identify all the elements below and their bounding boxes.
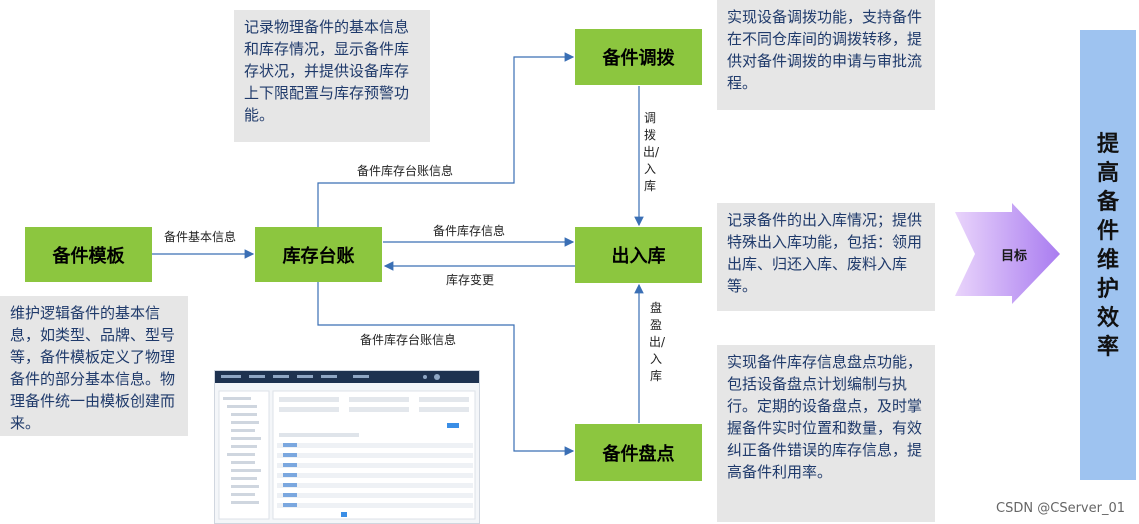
edge-label-ledger-inout: 备件库存信息 (433, 224, 506, 238)
edge-label-ledger-stocktake: 备件库存台账信息 (360, 333, 457, 347)
edge-ledger-stocktake (317, 282, 575, 456)
edge-label-stocktake-inout: 盘盈出/入库 (649, 301, 666, 383)
edge-label-inout-ledger: 库存变更 (446, 273, 495, 287)
note-inout: 记录备件的出入库情况；提供特殊出入库功能，包括：领用出库、归还入库、废料入库等。 (717, 203, 935, 311)
ui-thumbnail (214, 370, 480, 524)
goal-char: 维 (1096, 248, 1119, 273)
node-stocktake: 备件盘点 (575, 424, 702, 481)
goal-char: 提 (1096, 132, 1119, 157)
goal-box: 提高备件维护效率 (1080, 30, 1136, 480)
watermark: CSDN @CServer_01 (996, 501, 1125, 516)
goal-arrow-label: 目标 (1001, 249, 1028, 264)
edge-label-transfer-inout: 调拨出/入库 (643, 111, 660, 193)
goal-char: 备 (1096, 190, 1119, 215)
node-inout: 出入库 (575, 227, 702, 283)
goal-text: 提高备件维护效率 (1080, 130, 1136, 362)
goal-char: 护 (1096, 277, 1119, 302)
edge-label-ledger-transfer: 备件库存台账信息 (357, 164, 454, 178)
note-template: 维护逻辑备件的基本信息，如类型、品牌、型号等，备件模板定义了物理备件的部分基本信… (0, 296, 188, 436)
goal-char: 高 (1096, 161, 1119, 186)
goal-char: 率 (1096, 335, 1119, 360)
node-transfer: 备件调拨 (575, 29, 702, 85)
goal-char: 效 (1096, 306, 1119, 331)
note-stocktake: 实现备件库存信息盘点功能，包括设备盘点计划编制与执行。定期的设备盘点，及时掌握备… (717, 345, 935, 522)
note-transfer: 实现设备调拨功能，支持备件在不同仓库间的调拨转移，提供对备件调拨的申请与审批流程… (717, 0, 935, 110)
note-ledger: 记录物理备件的基本信息和库存情况，显示备件库存状况，并提供设备库存上下限配置与库… (234, 10, 430, 142)
goal-char: 件 (1096, 219, 1119, 244)
goal-arrow (955, 203, 1060, 304)
node-ledger: 库存台账 (255, 227, 382, 282)
node-template: 备件模板 (25, 227, 152, 282)
ui-thumbnail-drawing (215, 371, 479, 520)
edge-ledger-transfer (317, 52, 575, 227)
edge-label-template-ledger: 备件基本信息 (164, 230, 237, 244)
